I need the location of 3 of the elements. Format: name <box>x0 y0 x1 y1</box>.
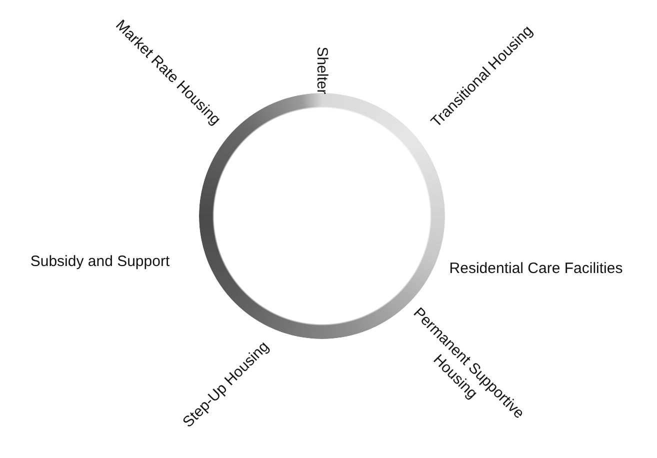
segment-label: Residential Care Facilities <box>448 258 624 278</box>
segment-label: Shelter <box>312 45 332 96</box>
segment-label: Subsidy and Support <box>29 252 171 270</box>
